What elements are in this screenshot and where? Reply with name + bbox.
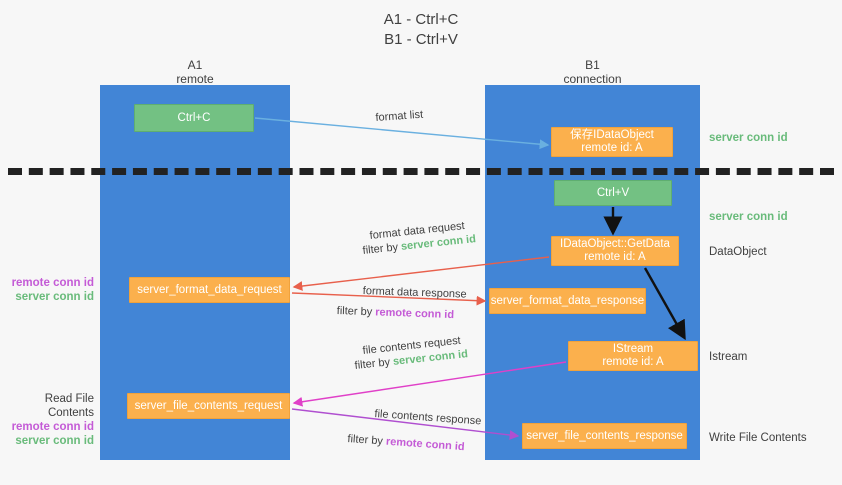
left-label-remote-conn-id-2: remote conn id [11, 421, 94, 433]
box-getdata-line1: IDataObject::GetData [560, 238, 670, 250]
box-istream[interactable]: IStream remote id: A [568, 341, 698, 371]
left-label-server-conn-id-2: server conn id [15, 435, 94, 447]
title-line-2: B1 - Ctrl+V [384, 31, 458, 48]
box-ctrl-v[interactable]: Ctrl+V [554, 180, 672, 206]
box-save-idataobject-line2: remote id: A [581, 142, 643, 154]
right-label-dataobject: DataObject [709, 246, 767, 258]
box-ctrl-v-label: Ctrl+V [596, 186, 630, 199]
column-header-a1-name: A1 [187, 58, 203, 72]
left-label-read-file-contents: Read File Contents [44, 393, 94, 419]
box-idataobject-getdata[interactable]: IDataObject::GetData remote id: A [551, 236, 679, 266]
left-label-group-2: Read File Contents remote conn id server… [0, 392, 94, 448]
box-istream-line2: remote id: A [602, 356, 664, 368]
column-header-b1: B1 connection [485, 58, 700, 86]
arrow-getdata-to-istream [643, 267, 686, 341]
right-label-server-conn-id-2: server conn id [709, 211, 788, 223]
box-server-format-data-response-label: server_format_data_response [490, 294, 645, 307]
box-server-file-contents-response-label: server_file_contents_response [526, 429, 683, 442]
box-server-format-data-response[interactable]: server_format_data_response [489, 288, 646, 314]
box-server-format-data-request[interactable]: server_format_data_request [129, 277, 290, 303]
arrow-file-contents-response [291, 408, 520, 440]
title-line-1: A1 - Ctrl+C [383, 11, 459, 28]
box-server-format-data-request-label: server_format_data_request [137, 283, 282, 296]
box-istream-line1: IStream [612, 343, 654, 355]
box-server-file-contents-request[interactable]: server_file_contents_request [127, 393, 290, 419]
arrow-format-data-request [292, 256, 550, 291]
arrow-file-contents-request [292, 361, 567, 407]
left-label-remote-conn-id-1: remote conn id [11, 277, 94, 289]
right-label-server-conn-id-1: server conn id [709, 132, 788, 144]
column-header-a1: A1 remote [100, 58, 290, 86]
filter-value-remote-conn-id-1: remote conn id [375, 306, 455, 322]
filter-prefix-2: filter by [336, 304, 376, 319]
column-header-b1-sub: connection [563, 72, 622, 86]
right-label-write-file-contents: Write File Contents [709, 432, 807, 444]
box-getdata-line2: remote id: A [584, 251, 646, 263]
filter-prefix-4: filter by [347, 432, 387, 448]
page-title: A1 - Ctrl+C B1 - Ctrl+V [0, 10, 842, 50]
dashed-divider [8, 168, 834, 175]
box-ctrl-c[interactable]: Ctrl+C [134, 104, 254, 132]
filter-prefix-3: filter by [354, 355, 394, 372]
left-label-group-1: remote conn id server conn id [0, 276, 94, 304]
left-label-server-conn-id-1: server conn id [15, 291, 94, 303]
box-save-idataobject-line1: 保存IDataObject [570, 129, 654, 141]
filter-prefix-1: filter by [362, 240, 402, 257]
box-ctrl-c-label: Ctrl+C [177, 111, 211, 124]
arrow-format-data-response [291, 292, 487, 306]
right-label-istream: Istream [709, 351, 748, 363]
column-header-b1-name: B1 [585, 58, 600, 72]
box-server-file-contents-response[interactable]: server_file_contents_response [522, 423, 687, 449]
column-header-a1-sub: remote [176, 72, 214, 86]
box-server-file-contents-request-label: server_file_contents_request [134, 399, 283, 412]
arrow-format-list [254, 117, 550, 150]
box-save-idataobject[interactable]: 保存IDataObject remote id: A [551, 127, 673, 157]
